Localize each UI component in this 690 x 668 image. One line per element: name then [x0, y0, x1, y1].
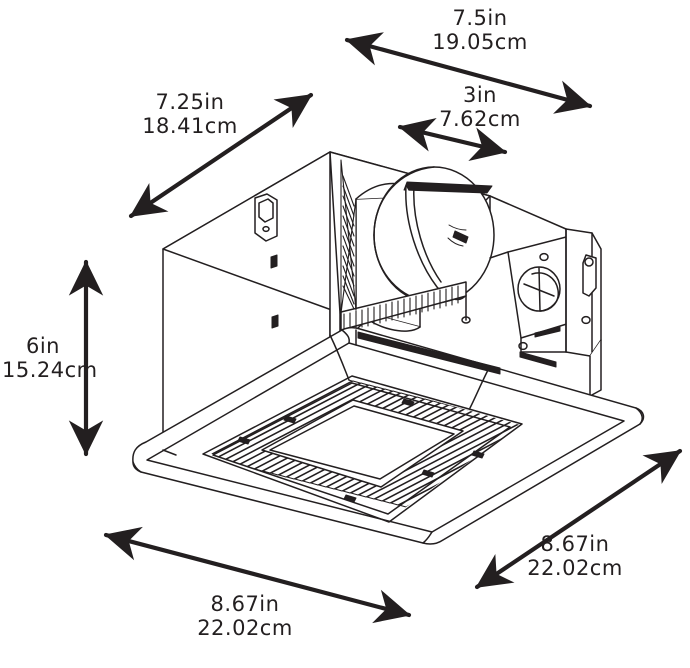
dimension-arrows [68, 32, 683, 624]
duct-shelf [340, 281, 471, 332]
dimension-label-duct-diameter: 3in 7.62cm [400, 83, 560, 131]
hanger-bracket [254, 193, 278, 242]
arrow-grille-front-width [103, 526, 412, 624]
light-lens [261, 399, 464, 488]
dimension-centimeters: 22.02cm [527, 556, 623, 580]
dimension-label-top-width: 7.5in 19.05cm [400, 6, 560, 54]
dimension-label-grille-side-depth: 8.67in 22.02cm [495, 532, 655, 580]
dimension-centimeters: 19.05cm [432, 30, 528, 54]
dimension-label-housing-depth: 7.25in 18.41cm [110, 90, 270, 138]
dimension-inches: 7.5in [452, 6, 508, 30]
dimension-inches: 8.67in [540, 532, 610, 556]
arrow-housing-depth [128, 92, 314, 219]
dimension-inches: 3in [462, 83, 497, 107]
dimension-centimeters: 7.62cm [439, 107, 521, 131]
dimension-inches: 7.25in [155, 90, 225, 114]
dimension-centimeters: 22.02cm [197, 616, 293, 640]
junction-box [507, 235, 584, 351]
dimension-label-housing-height: 6in 15.24cm [2, 334, 98, 382]
housing-slots [270, 254, 279, 329]
corner-band [340, 159, 357, 314]
grille-fasteners [237, 398, 485, 503]
arrow-top-width [344, 32, 593, 114]
dimension-centimeters: 15.24cm [2, 358, 98, 382]
housing-grille-links [162, 329, 557, 456]
grille-inner-frame [202, 375, 523, 523]
dimension-label-grille-front-width: 8.67in 22.02cm [165, 592, 325, 640]
arrow-grille-side-depth [474, 448, 683, 590]
arrow-duct-diameter [397, 118, 508, 161]
dimension-inches: 8.67in [210, 592, 280, 616]
mounting-bracket [565, 228, 602, 397]
dimension-inches: 6in [25, 334, 60, 358]
dimension-centimeters: 18.41cm [142, 114, 238, 138]
